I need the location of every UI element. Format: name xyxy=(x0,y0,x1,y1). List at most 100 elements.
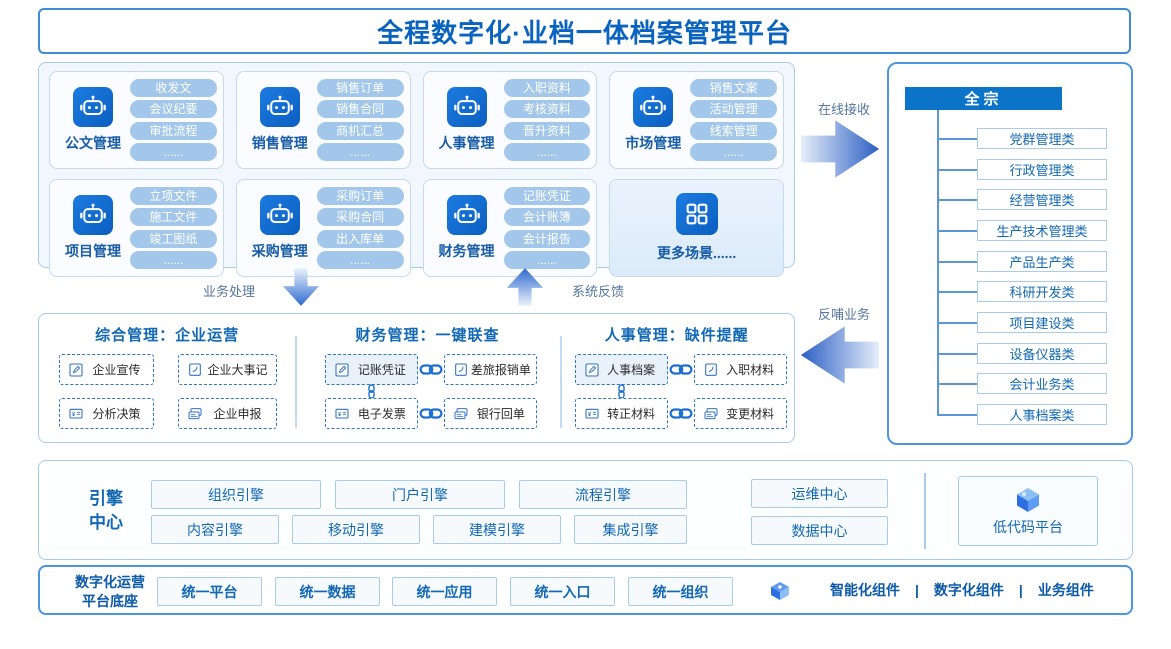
tree-connector xyxy=(939,414,977,416)
archive-category[interactable]: 党群管理类 xyxy=(977,128,1107,149)
module-name: 人事管理 xyxy=(439,133,495,153)
archive-category[interactable]: 人事档案类 xyxy=(977,404,1107,425)
module-item-pill[interactable]: 会议纪要 xyxy=(130,100,217,118)
robot-icon xyxy=(260,195,300,235)
module-item-pill[interactable]: 采购合同 xyxy=(317,208,404,226)
archive-panel: 全宗 党群管理类 行政管理类 经营管理类 生产技术管理类 产品生产类 科研开发类… xyxy=(887,62,1133,445)
engine-button[interactable]: 集成引擎 xyxy=(574,515,687,544)
module-item-pill[interactable]: 商机汇总 xyxy=(317,122,404,140)
scenario-group-title: 综合管理：企业运营 xyxy=(39,324,295,345)
module-item-pill[interactable]: 会计账簿 xyxy=(504,208,591,226)
link-icon xyxy=(419,362,443,377)
scenario-box[interactable]: 记账凭证 xyxy=(325,354,418,385)
component-label: 数字化组件 xyxy=(934,580,1004,600)
scenario-box[interactable]: 企业宣传 xyxy=(59,354,154,385)
scenario-box[interactable]: 转正材料 xyxy=(575,398,668,429)
module-item-pill[interactable]: ...... xyxy=(130,251,217,269)
ops-center-button[interactable]: 运维中心 xyxy=(751,479,888,508)
scenario-box[interactable]: 差旅报销单 xyxy=(444,354,537,385)
scenario-box[interactable]: 分析决策 xyxy=(59,398,154,429)
separator: | xyxy=(1019,582,1023,598)
doc-arrow-icon xyxy=(703,362,719,378)
module-item-pill[interactable]: ...... xyxy=(690,143,777,161)
module-item-pill[interactable]: 施工文件 xyxy=(130,208,217,226)
data-center-button[interactable]: 数据中心 xyxy=(751,516,888,545)
engine-button[interactable]: 内容引擎 xyxy=(151,515,279,544)
module-card-finance[interactable]: 财务管理 记账凭证 会计账簿 会计报告 ...... xyxy=(423,179,598,277)
module-card-market[interactable]: 市场管理 销售文案 活动管理 线索管理 ...... xyxy=(609,71,784,169)
module-name: 财务管理 xyxy=(439,241,495,261)
base-button[interactable]: 统一组织 xyxy=(628,577,733,606)
archive-category[interactable]: 项目建设类 xyxy=(977,312,1107,333)
base-button[interactable]: 统一入口 xyxy=(510,577,615,606)
archive-category[interactable]: 经营管理类 xyxy=(977,189,1107,210)
lowcode-platform-box[interactable]: 低代码平台 xyxy=(958,476,1098,546)
scenario-box[interactable]: 变更材料 xyxy=(694,398,787,429)
base-button[interactable]: 统一平台 xyxy=(157,577,262,606)
module-item-pill[interactable]: 会计报告 xyxy=(504,230,591,248)
module-item-pill[interactable]: 销售订单 xyxy=(317,79,404,97)
grid-icon xyxy=(676,193,718,235)
module-item-pill[interactable]: 采购订单 xyxy=(317,187,404,205)
robot-icon xyxy=(260,87,300,127)
archive-category[interactable]: 行政管理类 xyxy=(977,159,1107,180)
module-card-document[interactable]: 公文管理 收发文 会议纪要 审批流程 ...... xyxy=(49,71,224,169)
module-item-pill[interactable]: 收发文 xyxy=(130,79,217,97)
robot-icon xyxy=(447,87,487,127)
tree-connector xyxy=(939,383,977,385)
tree-connector xyxy=(939,353,977,355)
module-item-pill[interactable]: ...... xyxy=(317,143,404,161)
engine-button[interactable]: 流程引擎 xyxy=(519,480,687,509)
engine-button[interactable]: 移动引擎 xyxy=(292,515,420,544)
scenario-box-label: 电子发票 xyxy=(350,405,413,422)
module-card-hr[interactable]: 人事管理 入职资料 考核资料 晋升资料 ...... xyxy=(423,71,598,169)
module-item-pill[interactable]: 立项文件 xyxy=(130,187,217,205)
module-item-pill[interactable]: 活动管理 xyxy=(690,100,777,118)
scenario-box[interactable]: 企业申报 xyxy=(178,398,277,429)
module-item-pill[interactable]: ...... xyxy=(504,143,591,161)
module-item-pill[interactable]: 记账凭证 xyxy=(504,187,591,205)
module-item-pill[interactable]: ...... xyxy=(130,143,217,161)
scenario-box[interactable]: 企业大事记 xyxy=(178,354,277,385)
module-card-purchase[interactable]: 采购管理 采购订单 采购合同 出入库单 ...... xyxy=(236,179,411,277)
module-item-pill[interactable]: 线索管理 xyxy=(690,122,777,140)
engine-button[interactable]: 建模引擎 xyxy=(433,515,561,544)
module-item-pill[interactable]: 出入库单 xyxy=(317,230,404,248)
scenario-box[interactable]: 人事档案 xyxy=(575,354,668,385)
module-item-pill[interactable]: 审批流程 xyxy=(130,122,217,140)
doc-arrow-icon xyxy=(453,362,469,378)
module-card-project[interactable]: 项目管理 立项文件 施工文件 竣工图纸 ...... xyxy=(49,179,224,277)
module-item-pill[interactable]: 销售合同 xyxy=(317,100,404,118)
module-card-sales[interactable]: 销售管理 销售订单 销售合同 商机汇总 ...... xyxy=(236,71,411,169)
archive-category[interactable]: 设备仪器类 xyxy=(977,343,1107,364)
scenario-box[interactable]: 银行回单 xyxy=(444,398,537,429)
archive-category[interactable]: 产品生产类 xyxy=(977,251,1107,272)
tree-connector xyxy=(939,138,977,140)
robot-icon xyxy=(447,195,487,235)
component-label: 智能化组件 xyxy=(830,580,900,600)
box-icon xyxy=(768,579,792,603)
module-item-pill[interactable]: 入职资料 xyxy=(504,79,591,97)
module-item-pill[interactable]: 销售文案 xyxy=(690,79,777,97)
archive-category[interactable]: 科研开发类 xyxy=(977,281,1107,302)
engine-button[interactable]: 门户引擎 xyxy=(335,480,505,509)
module-item-pill[interactable]: 竣工图纸 xyxy=(130,230,217,248)
base-button[interactable]: 统一数据 xyxy=(275,577,380,606)
archive-category[interactable]: 生产技术管理类 xyxy=(977,220,1107,241)
module-card-more-scenarios[interactable]: 更多场景...... xyxy=(609,179,784,277)
scenario-box[interactable]: 电子发票 xyxy=(325,398,418,429)
module-item-pill[interactable]: 晋升资料 xyxy=(504,122,591,140)
platform-base-label: 数字化运营 平台底座 xyxy=(60,573,160,611)
tree-connector xyxy=(939,322,977,324)
scenario-box[interactable]: 入职材料 xyxy=(694,354,787,385)
module-item-pill[interactable]: ...... xyxy=(317,251,404,269)
engine-button[interactable]: 组织引擎 xyxy=(151,480,321,509)
archive-category[interactable]: 会计业务类 xyxy=(977,373,1107,394)
scenario-panel: 综合管理：企业运营 企业宣传 企业大事记 分析决策 xyxy=(38,313,795,443)
module-item-pill[interactable]: 考核资料 xyxy=(504,100,591,118)
base-button[interactable]: 统一应用 xyxy=(392,577,497,606)
tree-connector xyxy=(939,169,977,171)
scenario-box-label: 转正材料 xyxy=(600,405,663,422)
page-title: 全程数字化·业档一体档案管理平台 xyxy=(377,13,792,50)
